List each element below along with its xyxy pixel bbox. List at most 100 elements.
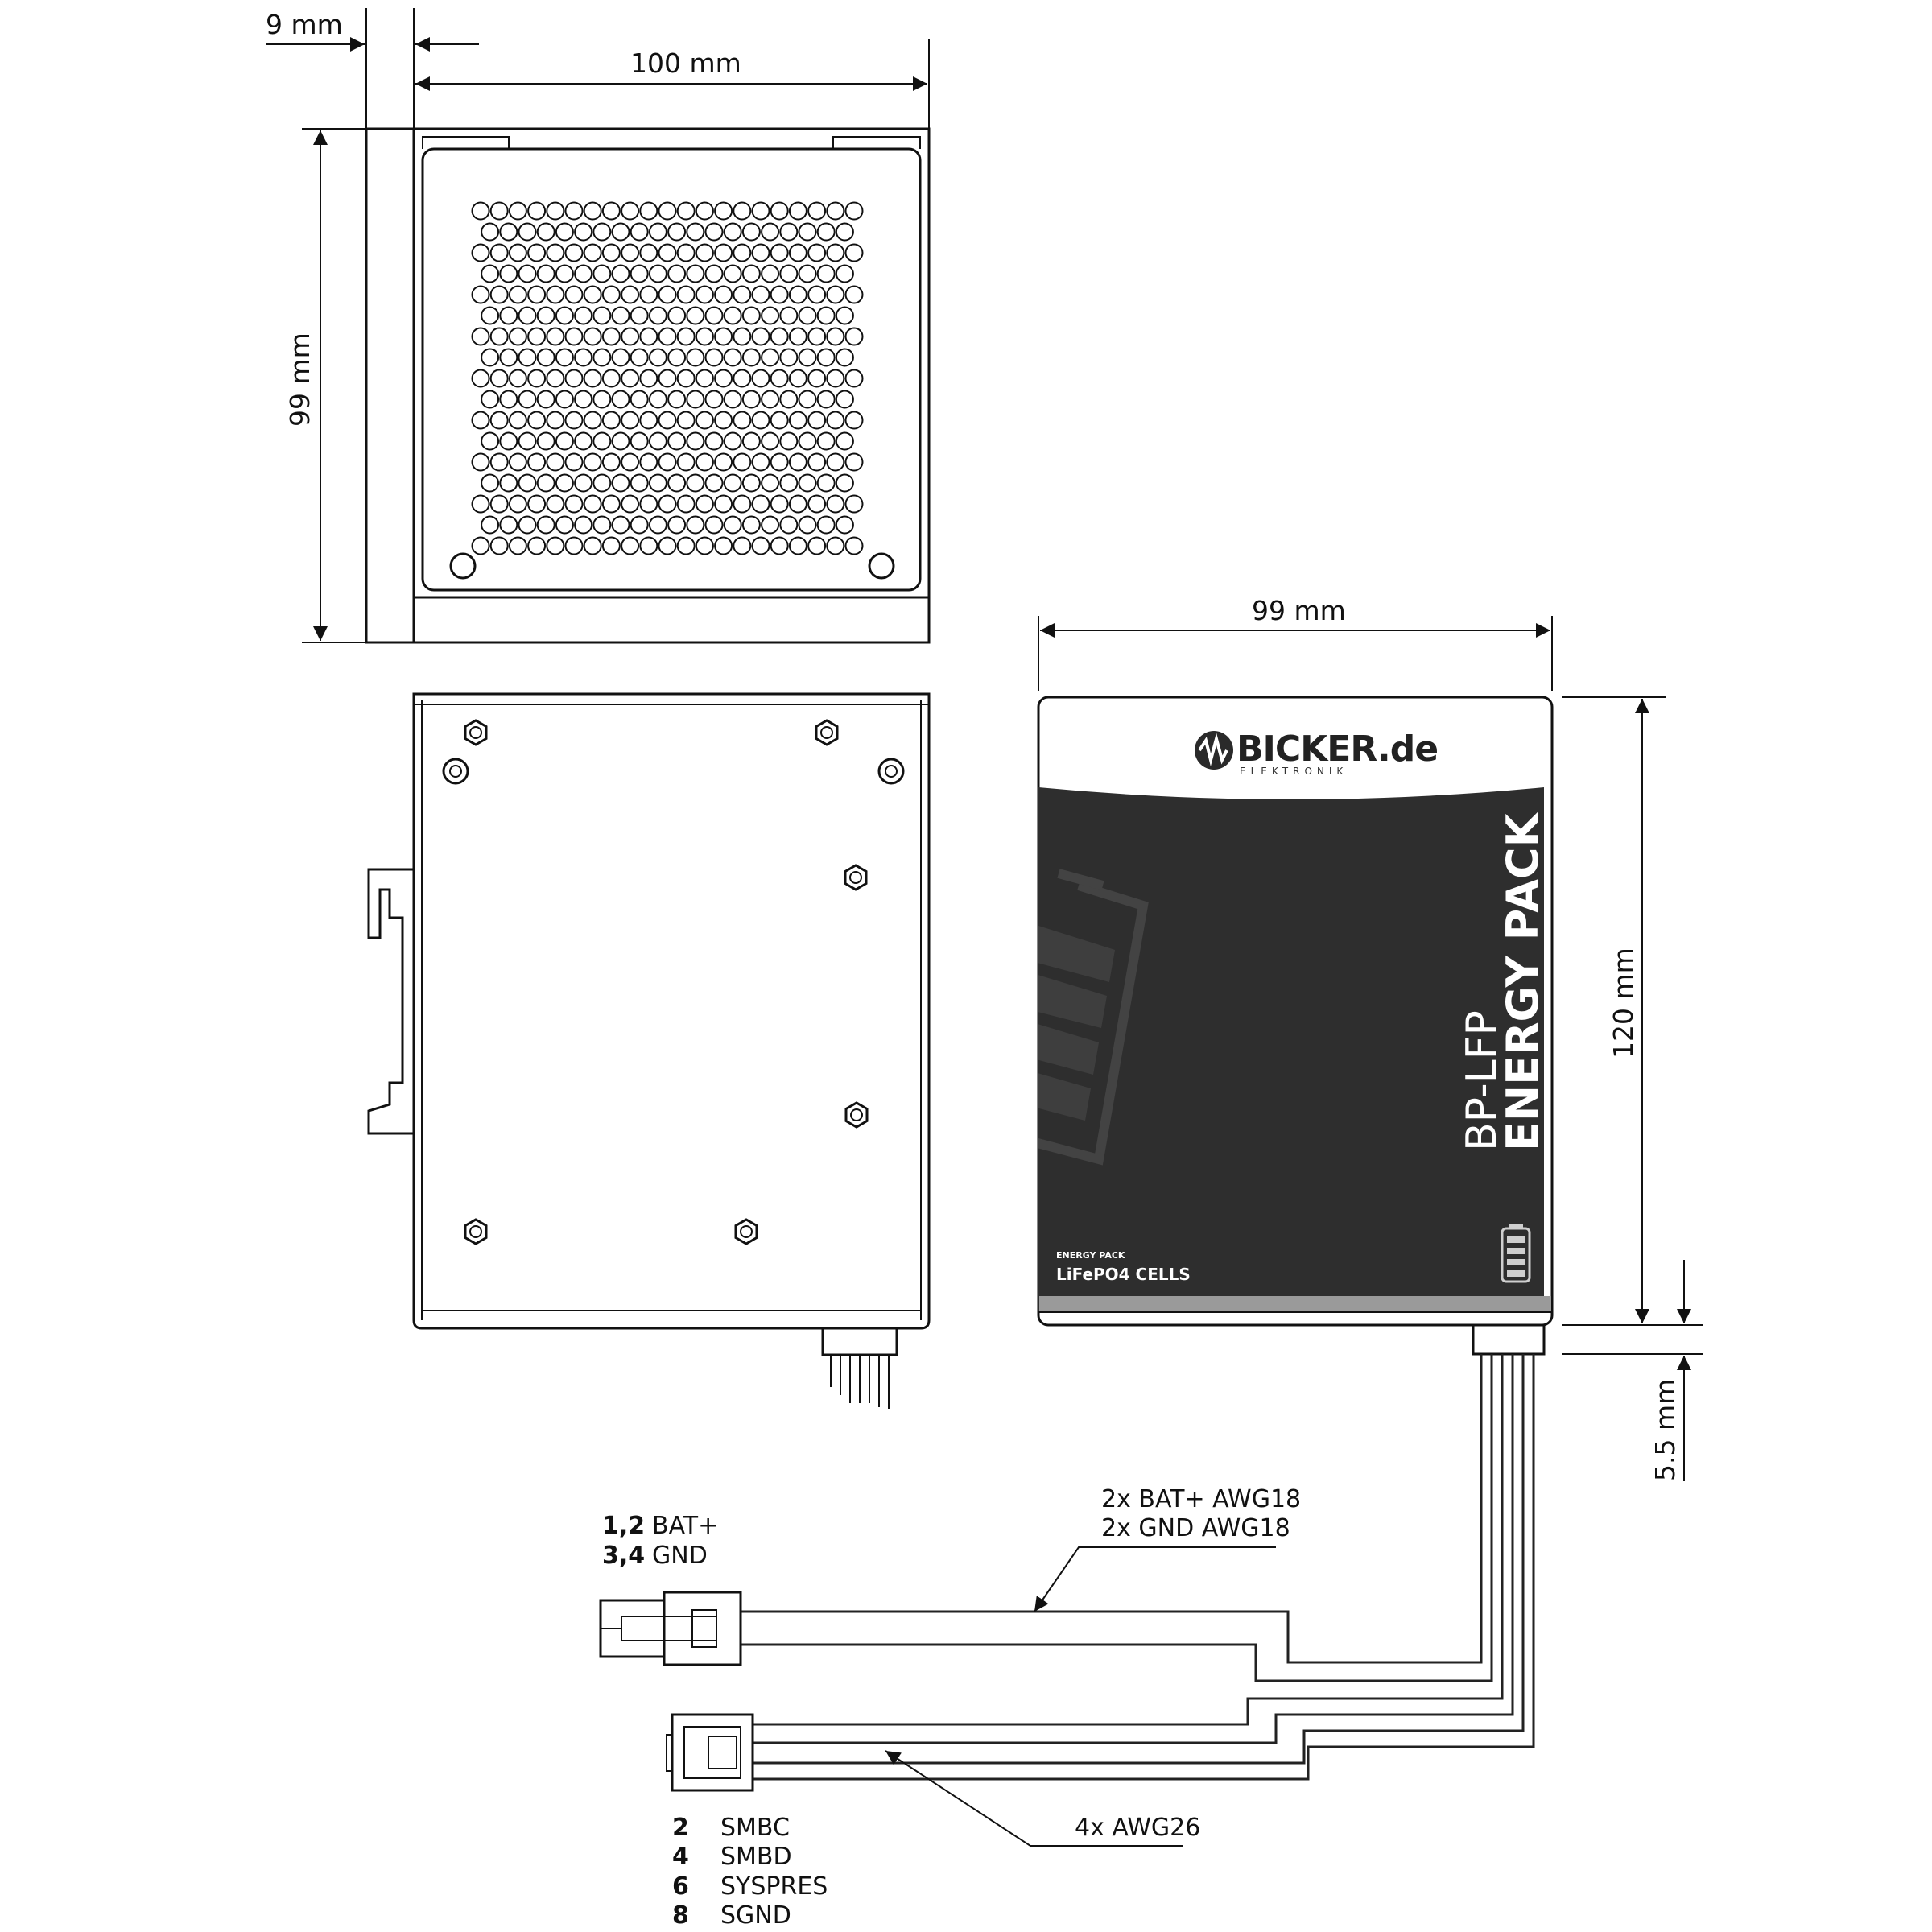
side-hole xyxy=(885,765,898,778)
vent-hole xyxy=(536,306,555,325)
vent-hole xyxy=(835,473,854,493)
vent-hole xyxy=(807,369,827,388)
vent-hole xyxy=(686,431,705,451)
vent-hole xyxy=(536,431,555,451)
dim-99mm-vertical-label: 99 mm xyxy=(284,332,316,427)
vent-hole xyxy=(527,285,547,304)
vent-hole xyxy=(499,431,518,451)
vent-hole xyxy=(536,390,555,409)
vent-hole xyxy=(630,515,649,535)
vent-hole xyxy=(489,369,509,388)
vent-hole xyxy=(835,431,854,451)
vent-hole xyxy=(723,264,742,283)
vent-hole xyxy=(733,369,752,388)
vent-hole xyxy=(807,452,827,472)
vent-hole xyxy=(667,390,687,409)
signal-pin-name: SMBD xyxy=(720,1843,792,1871)
vent-grid xyxy=(471,201,864,555)
vent-hole xyxy=(639,452,658,472)
vent-hole xyxy=(546,243,565,262)
vent-hole xyxy=(601,201,621,221)
vent-hole xyxy=(481,348,500,367)
vent-hole xyxy=(564,536,584,555)
vent-hole xyxy=(826,494,845,514)
vent-hole xyxy=(621,369,640,388)
vent-hole xyxy=(844,243,864,262)
vent-hole xyxy=(601,536,621,555)
vent-hole xyxy=(536,515,555,535)
vent-hole xyxy=(788,536,807,555)
vent-hole xyxy=(770,369,789,388)
vent-hole xyxy=(546,369,565,388)
vent-hole xyxy=(471,536,490,555)
mount-hole xyxy=(868,552,895,580)
vent-hole xyxy=(555,348,574,367)
vent-hole xyxy=(835,264,854,283)
vent-hole xyxy=(518,515,537,535)
vent-hole xyxy=(798,222,817,242)
vent-hole xyxy=(667,431,687,451)
vent-hole xyxy=(518,348,537,367)
vent-hole xyxy=(798,390,817,409)
vent-hole xyxy=(601,369,621,388)
vent-hole xyxy=(835,306,854,325)
vent-hole xyxy=(546,285,565,304)
vent-hole xyxy=(583,369,602,388)
vent-hole xyxy=(630,473,649,493)
vent-hole xyxy=(714,369,733,388)
vent-hole xyxy=(527,369,547,388)
vent-hole xyxy=(751,536,770,555)
vent-hole xyxy=(546,201,565,221)
vent-hole xyxy=(527,494,547,514)
label-small-line: ENERGY PACK xyxy=(1056,1250,1125,1261)
vent-hole xyxy=(481,515,500,535)
vent-hole xyxy=(714,243,733,262)
vent-hole xyxy=(779,348,799,367)
vent-hole xyxy=(471,411,490,430)
vent-hole xyxy=(761,306,780,325)
vent-hole xyxy=(844,494,864,514)
dim-120mm-label: 120 mm xyxy=(1608,947,1639,1059)
vent-hole xyxy=(676,243,696,262)
vent-hole xyxy=(574,306,593,325)
vent-hole xyxy=(807,243,827,262)
product-name: ENERGY PACK xyxy=(1497,811,1548,1151)
vent-hole xyxy=(788,285,807,304)
vent-hole xyxy=(621,201,640,221)
vent-hole xyxy=(676,411,696,430)
vent-hole xyxy=(601,327,621,346)
top-view-panel xyxy=(421,147,922,592)
vent-hole xyxy=(826,327,845,346)
vent-hole xyxy=(733,327,752,346)
vent-hole xyxy=(574,264,593,283)
vent-hole xyxy=(770,411,789,430)
vent-hole xyxy=(751,369,770,388)
vent-hole xyxy=(751,285,770,304)
vent-hole xyxy=(574,348,593,367)
vent-hole xyxy=(686,264,705,283)
vent-hole xyxy=(826,369,845,388)
vent-hole xyxy=(583,452,602,472)
top-view-dimensions: 9 mm 100 mm 99 mm xyxy=(266,8,930,643)
vent-hole xyxy=(695,369,714,388)
vent-hole xyxy=(686,473,705,493)
vent-hole xyxy=(761,348,780,367)
vent-hole xyxy=(639,201,658,221)
vent-hole xyxy=(639,369,658,388)
vent-hole xyxy=(733,411,752,430)
power-cable-line2: 2x GND AWG18 xyxy=(1101,1514,1290,1542)
vent-hole xyxy=(592,473,612,493)
power-pin-num: 3,4 xyxy=(602,1542,645,1570)
vent-hole xyxy=(518,222,537,242)
vent-hole xyxy=(798,306,817,325)
vent-hole xyxy=(536,348,555,367)
vent-hole xyxy=(844,201,864,221)
label-bottom-stripe xyxy=(1039,1296,1551,1312)
vent-hole xyxy=(489,494,509,514)
top-view-body xyxy=(412,127,931,644)
front-view-dimensions: 99 mm 120 mm 5.5 mm xyxy=(1038,595,1703,1481)
signal-connector xyxy=(666,1713,754,1792)
vent-hole xyxy=(788,327,807,346)
vent-hole xyxy=(686,390,705,409)
vent-hole xyxy=(844,327,864,346)
